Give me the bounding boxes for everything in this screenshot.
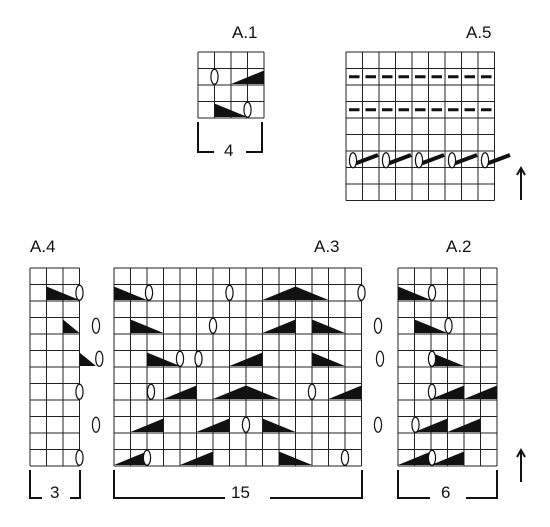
yarn-over (175, 350, 185, 367)
chart-a1-repeat-label: 4 (224, 141, 234, 160)
yarn-over (427, 284, 437, 301)
yarn-over (91, 317, 101, 334)
yarn-over (447, 152, 457, 169)
decrease-triangle (312, 352, 345, 366)
yarn-over (375, 350, 385, 367)
chart-a2-repeat-bracket (397, 470, 430, 499)
chart-a3-repeat-bracket (113, 470, 225, 499)
yarn-over (427, 350, 437, 367)
decrease-triangle (262, 319, 296, 333)
chart-a3-repeat-label: 15 (231, 483, 250, 502)
decrease-triangle (414, 319, 448, 333)
yarn-over (357, 284, 366, 301)
yarn-over (427, 383, 437, 400)
decrease-triangle (431, 352, 464, 366)
yarn-over (144, 284, 154, 301)
yarn-over (348, 152, 358, 169)
decrease-triangle (213, 385, 279, 399)
decrease-triangle (163, 385, 197, 399)
yarn-over (210, 68, 219, 85)
chart-a4-repeat-bracket (70, 470, 81, 499)
yarn-over (142, 449, 152, 466)
yarn-over (373, 317, 383, 334)
chart-a2-repeat-label: 6 (441, 483, 451, 502)
chart-a3-title: A.3 (314, 237, 340, 256)
chart-a1-repeat-bracket (197, 122, 214, 153)
chart-a5-title: A.5 (466, 23, 492, 42)
yarn-over (241, 416, 251, 433)
yarn-over (75, 284, 84, 301)
decrease-triangle (398, 451, 431, 465)
decrease-triangle (214, 103, 248, 117)
decrease-triangle (398, 286, 431, 300)
yarn-over (427, 449, 437, 466)
decrease-triangle (431, 451, 464, 465)
yarn-over (146, 383, 156, 400)
decrease-triangle (262, 286, 329, 300)
chart-a4-repeat-bracket (29, 470, 42, 499)
yarn-over (307, 383, 317, 400)
yarn-over (194, 350, 203, 367)
yarn-over (243, 101, 252, 118)
yarn-over (225, 284, 234, 301)
decrease-triangle (279, 451, 312, 465)
decrease-triangle (147, 352, 180, 366)
decrease-triangle (431, 385, 464, 399)
decrease-triangle (196, 418, 230, 432)
decrease-triangle (414, 418, 448, 432)
decrease-triangle (130, 319, 164, 333)
direction-arrow-head (516, 447, 526, 458)
decrease-triangle (464, 385, 497, 399)
yarn-over (381, 152, 391, 169)
decrease-triangle (63, 319, 80, 333)
decrease-triangle (114, 451, 147, 465)
chart-a2-repeat-bracket (466, 470, 498, 499)
yarn-over (414, 152, 424, 169)
yarn-over (340, 449, 350, 466)
chart-a1-repeat-bracket (246, 122, 263, 153)
decrease-triangle (328, 385, 362, 399)
yarn-over (208, 317, 218, 334)
decrease-triangle (229, 352, 263, 366)
decrease-triangle (46, 286, 80, 300)
decrease-triangle (130, 418, 164, 432)
yarn-over (95, 350, 104, 367)
chart-a2-title: A.2 (446, 237, 472, 256)
decrease-triangle (312, 319, 345, 333)
yarn-over (75, 449, 84, 466)
chart-a1-title: A.1 (232, 23, 258, 42)
decrease-triangle (447, 418, 481, 432)
decrease-triangle (231, 70, 264, 84)
direction-arrow-head (516, 165, 526, 176)
decrease-triangle (180, 451, 213, 465)
yarn-over (75, 383, 84, 400)
yarn-over (373, 416, 383, 433)
decrease-triangle (114, 286, 147, 300)
decrease-triangle (79, 352, 96, 366)
yarn-over (411, 416, 420, 433)
yarn-over (444, 317, 453, 334)
yarn-over (91, 416, 101, 433)
chart-a3-repeat-bracket (270, 470, 363, 499)
decrease-triangle (262, 418, 296, 432)
chart-a4-title: A.4 (30, 237, 56, 256)
chart-a4-repeat-label: 3 (50, 483, 60, 502)
yarn-over (480, 152, 490, 169)
